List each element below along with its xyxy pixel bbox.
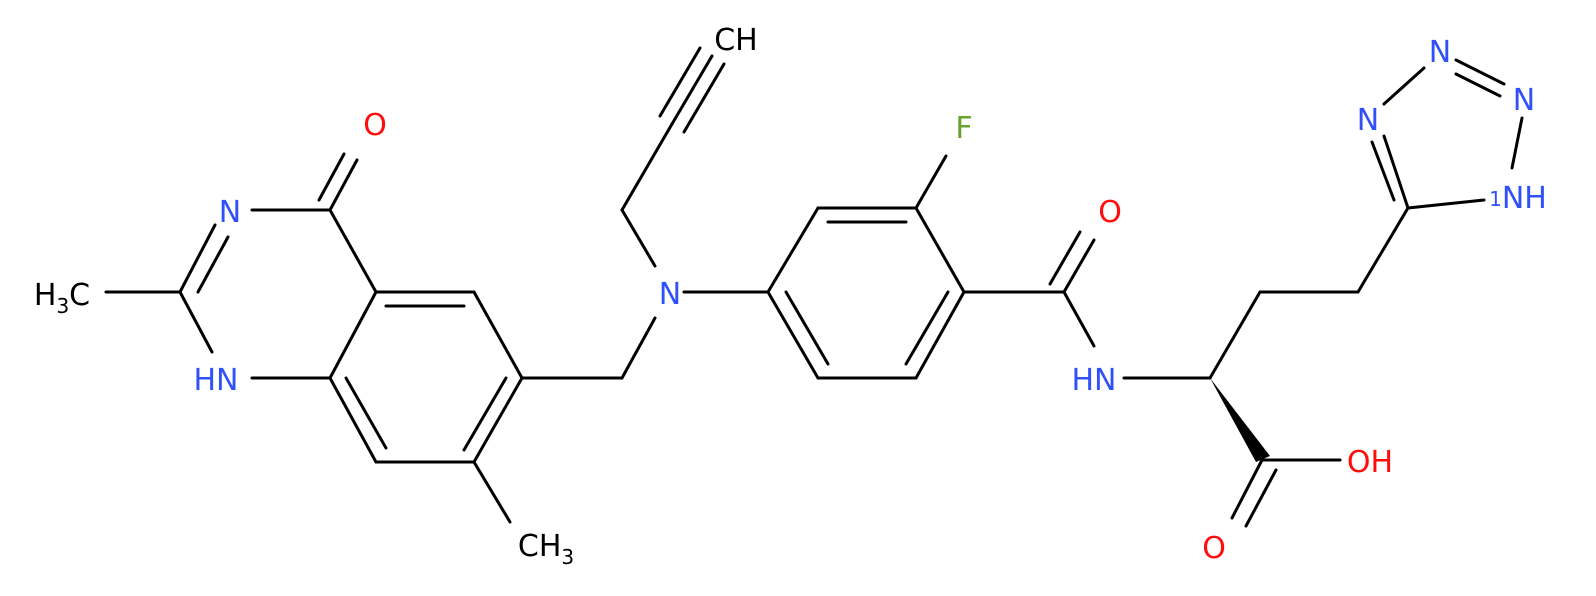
atom-label-oh-acid: OH bbox=[1347, 445, 1393, 480]
bond bbox=[328, 158, 359, 212]
bond bbox=[682, 62, 726, 134]
bond bbox=[178, 290, 214, 354]
bond bbox=[328, 208, 378, 294]
atom-label-methyl-c2-c: C bbox=[69, 278, 90, 313]
bond bbox=[462, 376, 508, 452]
bond bbox=[1230, 458, 1264, 520]
atom-label-methyl-c7-sub: 3 bbox=[561, 545, 574, 569]
bond bbox=[766, 290, 820, 380]
bond bbox=[317, 152, 346, 202]
atom-label-nh-tetrazole-1-num: 1 bbox=[1489, 187, 1502, 211]
bond bbox=[328, 290, 378, 380]
bond bbox=[620, 122, 674, 212]
bond bbox=[1370, 140, 1396, 202]
bond bbox=[1454, 72, 1502, 98]
bond bbox=[914, 290, 966, 380]
bond bbox=[472, 460, 512, 524]
atom-label-methyl-c7-ch: CH bbox=[518, 529, 562, 564]
atom-label-methyl-c2: H3C bbox=[34, 278, 90, 318]
bond bbox=[620, 316, 657, 380]
atom-label-o-keto: O bbox=[363, 108, 387, 143]
atom-label-alkyne-ch: CH bbox=[714, 23, 758, 58]
bond bbox=[472, 290, 524, 380]
bond bbox=[1454, 58, 1506, 86]
bond bbox=[670, 54, 714, 126]
atom-label-nh-tetrazole-1: 1NH bbox=[1489, 181, 1547, 216]
bond-layer bbox=[104, 46, 1524, 528]
atom-label-nh-tetrazole-1-text: NH bbox=[1502, 181, 1547, 216]
bond bbox=[178, 223, 217, 294]
atom-label-methyl-c7: CH3 bbox=[518, 529, 574, 569]
atom-label-nh-amide: HN bbox=[1072, 363, 1117, 398]
bond bbox=[1062, 290, 1096, 348]
atom-label-n-tetrazole-3: N bbox=[1357, 103, 1379, 138]
bond bbox=[1510, 116, 1524, 170]
bond bbox=[328, 376, 378, 464]
bond bbox=[914, 154, 948, 210]
bond bbox=[472, 376, 524, 464]
stereo-wedge-bond bbox=[1210, 378, 1270, 462]
bond bbox=[1062, 238, 1096, 294]
bond bbox=[1208, 290, 1262, 380]
bond bbox=[1382, 134, 1410, 210]
atom-label-layer: O N H3C HN CH3 CH N F O HN OH O N N N 1N… bbox=[34, 23, 1547, 569]
bond bbox=[344, 376, 388, 450]
bond bbox=[1356, 206, 1410, 294]
bond bbox=[658, 46, 702, 118]
bond bbox=[914, 206, 966, 294]
bond bbox=[1406, 198, 1486, 210]
atom-label-n-tetrazole-2: N bbox=[1429, 35, 1451, 70]
bond bbox=[784, 290, 830, 366]
bond bbox=[196, 235, 230, 294]
bond bbox=[766, 206, 820, 294]
bond bbox=[1048, 230, 1082, 286]
atom-label-methyl-c2-sub: 3 bbox=[56, 294, 69, 318]
bond bbox=[1244, 468, 1278, 528]
atom-label-fluorine: F bbox=[955, 111, 972, 146]
bond bbox=[620, 208, 657, 268]
atom-label-methyl-c2-h: H bbox=[34, 278, 57, 313]
atom-label-n-amine: N bbox=[659, 277, 681, 312]
atom-label-o-acid: O bbox=[1202, 531, 1226, 566]
atom-label-n-tetrazole-4: N bbox=[1513, 83, 1535, 118]
bond bbox=[1382, 66, 1426, 106]
atom-label-n1h: HN bbox=[194, 363, 239, 398]
bond bbox=[904, 290, 950, 366]
atom-label-o-amide: O bbox=[1098, 195, 1122, 230]
atom-label-n3: N bbox=[219, 195, 241, 230]
